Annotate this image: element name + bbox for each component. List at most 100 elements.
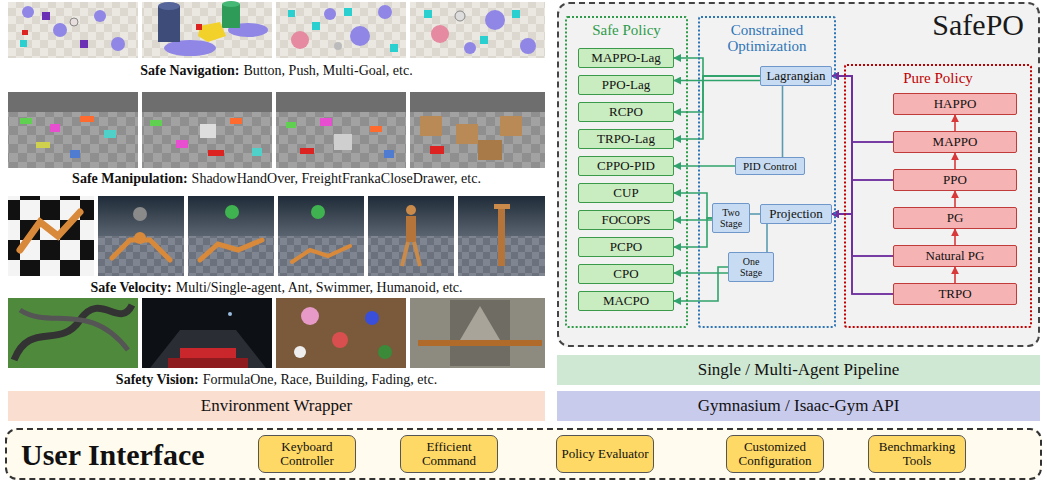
manipulation-thumb (410, 92, 545, 112)
velocity-thumb (278, 236, 364, 276)
connector-arrow (954, 229, 956, 245)
navigation-thumb (222, 1, 240, 7)
connector-arrow (674, 193, 712, 218)
manipulation-thumb (276, 92, 406, 168)
navigation-thumb (196, 24, 202, 30)
manipulation-thumb (410, 112, 545, 168)
navigation-thumb (70, 18, 78, 26)
velocity-thumb (134, 232, 146, 244)
velocity-thumb (98, 196, 184, 276)
velocity-thumb (292, 246, 350, 262)
navigation-thumb (142, 1, 272, 58)
box-label: Lagrangian (766, 69, 825, 83)
box-label: Two Stage (716, 207, 746, 229)
vision-thumb (418, 340, 542, 346)
safe-policy-box: CUP (578, 183, 674, 203)
connector-arrow (954, 191, 956, 207)
vision-thumb (378, 345, 392, 359)
manipulation-thumb (20, 118, 32, 124)
manipulation-thumb (230, 118, 242, 124)
navigation-thumb (312, 22, 320, 30)
velocity-thumb (311, 205, 325, 219)
navigation-thumb (20, 40, 27, 47)
manipulation-thumb (80, 116, 94, 122)
box-label: Customized Configuration (730, 440, 820, 469)
connector-arrow (954, 115, 956, 131)
pure-policy-box: PG (893, 207, 1017, 229)
velocity-thumb (200, 240, 262, 260)
box-label: RCPO (609, 105, 643, 119)
layer-bar: Single / Multi-Agent Pipeline (557, 355, 1040, 385)
method-box: Projection (760, 204, 832, 224)
vision-thumb (168, 358, 248, 368)
connector-arrow (832, 214, 893, 294)
manipulation-thumb (300, 148, 314, 154)
manipulation-thumb (384, 150, 394, 158)
group-box: Pure PolicyHAPPOMAPPOPPOPGNatural PGTRPO (844, 64, 1032, 328)
connector-arrow (832, 214, 893, 256)
box-label: MAPPO-Lag (591, 51, 660, 65)
vision-thumb (301, 307, 319, 325)
manipulation-thumb (150, 120, 162, 126)
vision-thumb (276, 298, 406, 368)
vision-thumb (142, 298, 272, 368)
pure-policy-box: MAPPO (893, 131, 1017, 153)
safe-policy-box: PPO-Lag (578, 75, 674, 95)
interface-button: Benchmarking Tools (868, 435, 966, 473)
vision-thumb (410, 298, 545, 368)
navigation-thumb (42, 12, 50, 20)
manipulation-thumb (276, 92, 406, 112)
vision-thumb (460, 306, 500, 340)
vision-thumb (8, 298, 138, 368)
manipulation-thumb (500, 116, 522, 136)
safe-policy-box: PCPO (578, 237, 674, 257)
navigation-thumb (276, 2, 406, 58)
manipulation-thumb (70, 150, 80, 158)
connector-arrow (674, 267, 728, 301)
manipulation-thumb (142, 112, 272, 168)
velocity-thumb (414, 242, 420, 266)
framework-panel: SafePOSafe PolicyMAPPO-LagPPO-LagRCPOTRP… (557, 2, 1040, 347)
connector-arrow (674, 272, 728, 274)
navigation-thumb (222, 4, 240, 28)
manipulation-thumb (410, 92, 545, 168)
interface-button: Customized Configuration (726, 435, 824, 473)
manipulation-thumb (200, 124, 216, 138)
box-label: PCPO (610, 240, 643, 254)
navigation-thumb (350, 26, 370, 46)
velocity-thumb (133, 207, 147, 221)
safe-policy-box: CPPO-PID (578, 156, 674, 176)
manipulation-thumb (456, 124, 478, 144)
manipulation-thumb (8, 92, 138, 168)
box-label: PID Control (743, 160, 797, 172)
velocity-thumb (458, 196, 545, 276)
safe-policy-box: CPO (578, 264, 674, 284)
row-caption: Safe Manipulation:ShadowHandOver, Freigh… (8, 170, 545, 188)
navigation-thumb (410, 2, 545, 58)
caption-text: Multi/Single-agent, Ant, Swimmer, Humano… (176, 280, 463, 295)
navigation-thumb (276, 2, 406, 58)
manipulation-thumb (286, 122, 296, 128)
method-box: One Stage (728, 252, 774, 282)
vision-thumb (150, 330, 266, 368)
box-label: MAPPO (933, 135, 978, 149)
navigation-thumb (344, 8, 352, 16)
navigation-thumb (480, 36, 488, 44)
box-label: HAPPO (934, 97, 977, 111)
connector-arrow (832, 76, 893, 180)
vision-thumb (14, 305, 132, 360)
velocity-thumb (402, 242, 408, 266)
interface-button: Keyboard Controller (258, 435, 356, 473)
manipulation-thumb (320, 118, 332, 126)
vision-thumb (142, 298, 272, 368)
connector-arrow (954, 267, 956, 283)
velocity-thumb (278, 196, 364, 276)
manipulation-thumb (478, 140, 502, 160)
interface-band: User InterfaceKeyboard ControllerEfficie… (5, 428, 1042, 480)
box-label: Single / Multi-Agent Pipeline (698, 361, 900, 380)
navigation-thumb (485, 10, 505, 30)
velocity-thumb (368, 196, 454, 276)
manipulation-thumb (142, 92, 272, 168)
box-label: Benchmarking Tools (872, 440, 962, 469)
connector-arrow (832, 76, 893, 294)
